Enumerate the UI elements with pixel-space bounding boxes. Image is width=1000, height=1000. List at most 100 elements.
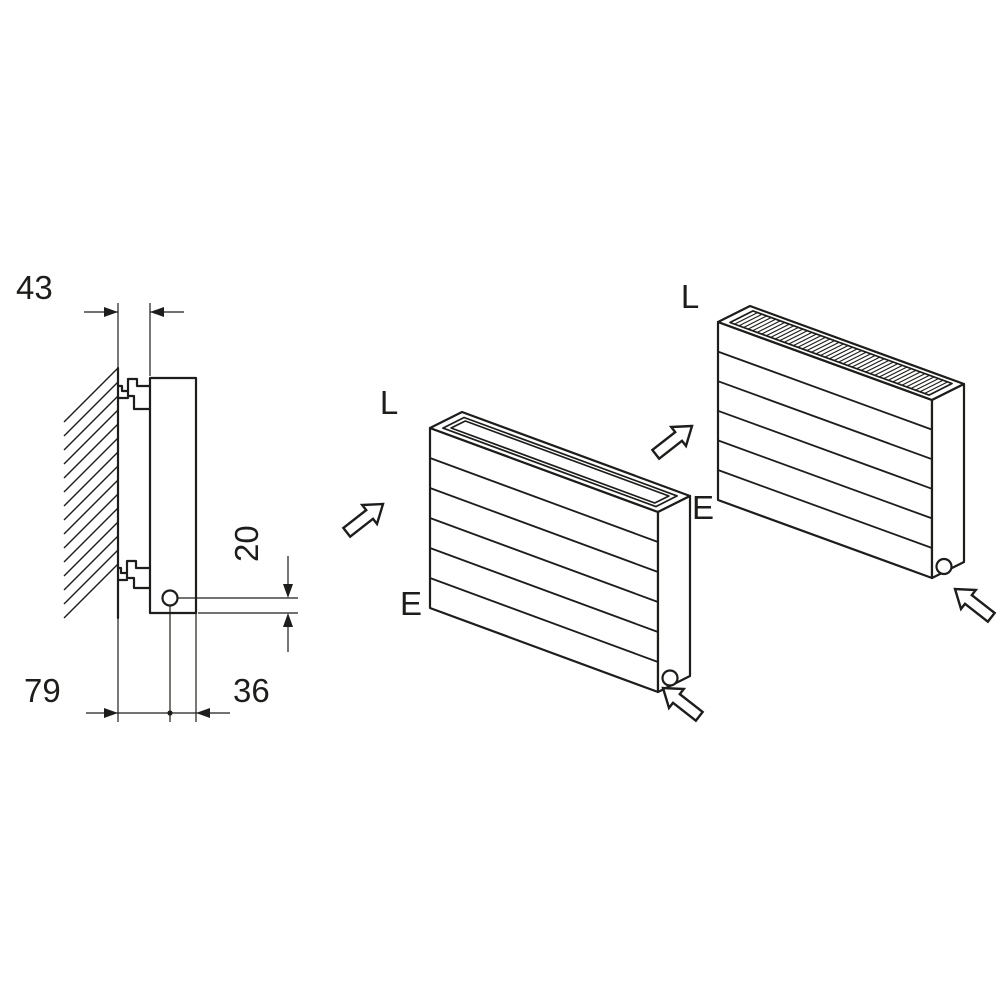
mounting-bracket-top-icon [116, 377, 152, 411]
grille-fin-line [919, 379, 944, 393]
hatch-line [63, 423, 119, 479]
dimension-wall-to-body-label: 43 [16, 269, 53, 306]
grille-fin-line [838, 350, 862, 363]
grille-fin-line [806, 338, 831, 352]
side-view-drawing: 43 20 79 36 [16, 269, 298, 722]
drain-connection-circle [935, 557, 953, 576]
grille-fin-line [774, 327, 799, 340]
slat-line [717, 350, 933, 431]
grille-fin-line [906, 374, 930, 388]
grille-fin-line [928, 383, 953, 396]
grille-fin-line [815, 341, 840, 355]
grille-fin-line [820, 343, 844, 356]
pipe-connection-circle [161, 589, 179, 607]
hatch-line [63, 437, 119, 493]
grille-fin-line [869, 361, 894, 375]
dimension-bottom-chain: 79 36 [24, 605, 270, 722]
grille-fin-line [802, 336, 826, 350]
grille-fin-line [784, 330, 808, 343]
hatch-line [63, 381, 119, 437]
grille-fin-line [924, 381, 948, 394]
connection-direction-arrow-icon [946, 578, 1000, 628]
grille-fin-line [888, 368, 912, 381]
radiator-side-profile [148, 376, 198, 615]
grille-fin-line [793, 333, 817, 347]
hatch-line [63, 563, 119, 619]
slat-line [717, 439, 933, 520]
front-slats [429, 457, 659, 663]
hatch-line [63, 521, 119, 577]
grille-fin-line [811, 340, 835, 353]
grille-fin-line [874, 363, 898, 376]
grille-fin-line [765, 323, 790, 337]
grille-fin-line [738, 313, 763, 327]
grille-fin-line [842, 351, 867, 365]
top-opening-outer-rim [442, 416, 678, 508]
inlet-label: L [681, 278, 699, 315]
grille-fin-line [824, 345, 849, 358]
slat-line [717, 469, 933, 549]
wall-hatch [63, 367, 119, 619]
dimension-wall-to-pipe-axis-label: 79 [24, 672, 61, 709]
hatch-line [63, 409, 119, 465]
grille-fin-line [729, 310, 754, 323]
slat-line [429, 517, 659, 603]
hatch-line [63, 465, 119, 521]
grille-fin-line [915, 378, 939, 391]
grille-fin-line [883, 366, 908, 380]
grille-fin-line [901, 373, 926, 386]
slat-line [429, 487, 659, 573]
outlet-label: E [400, 585, 422, 622]
top-grille-fins [729, 310, 953, 396]
grille-fin-line [756, 320, 781, 333]
grille-fin-line [910, 376, 935, 389]
slat-line [717, 409, 933, 490]
hatch-line [63, 479, 119, 535]
dimension-pipe-axis-to-front-label: 36 [233, 672, 270, 709]
hatch-line [63, 549, 119, 605]
mounting-bracket-bottom-icon [116, 559, 152, 590]
dimension-wall-to-body: 43 [16, 269, 184, 376]
hatch-line [63, 395, 119, 451]
slat-line [429, 547, 659, 633]
hatch-line [63, 535, 119, 591]
end-face [930, 382, 966, 580]
grille-fin-line [897, 371, 921, 385]
slat-line [429, 577, 659, 663]
drain-connection-circle [661, 669, 679, 687]
grille-fin-line [761, 322, 785, 335]
hatch-line [63, 507, 119, 563]
front-slats [717, 350, 933, 549]
grille-fin-line [788, 331, 813, 345]
slat-line [429, 457, 659, 543]
slat-line [717, 380, 933, 461]
flow-direction-arrow-icon [647, 415, 701, 465]
grille-fin-line [752, 318, 776, 332]
dimension-connection-to-bottom: 20 [178, 525, 298, 652]
grille-fin-line [743, 315, 767, 328]
top-opening-inner-rim [450, 420, 670, 504]
grille-fin-line [734, 312, 758, 325]
grille-fin-line [797, 335, 822, 348]
outlet-label: E [692, 489, 714, 526]
grille-fin-line [779, 328, 803, 342]
grille-fin-line [860, 358, 885, 371]
grille-fin-line [851, 355, 876, 368]
grille-fin-line [829, 346, 853, 360]
grille-fin-line [865, 360, 889, 373]
grille-fin-line [770, 325, 794, 338]
hatch-line [63, 493, 119, 549]
grille-fin-line [847, 353, 871, 366]
inlet-label: L [380, 384, 398, 421]
hatch-line [63, 451, 119, 507]
grille-fin-line [892, 369, 917, 383]
hatch-line [63, 367, 119, 423]
flow-direction-arrow-icon [338, 493, 392, 543]
dimension-connection-to-bottom-label: 20 [228, 525, 265, 562]
grille-fin-line [833, 348, 858, 361]
grille-fin-line [856, 356, 880, 370]
grille-fin-line [879, 364, 903, 378]
end-face [656, 494, 692, 694]
grille-fin-line [747, 317, 772, 330]
